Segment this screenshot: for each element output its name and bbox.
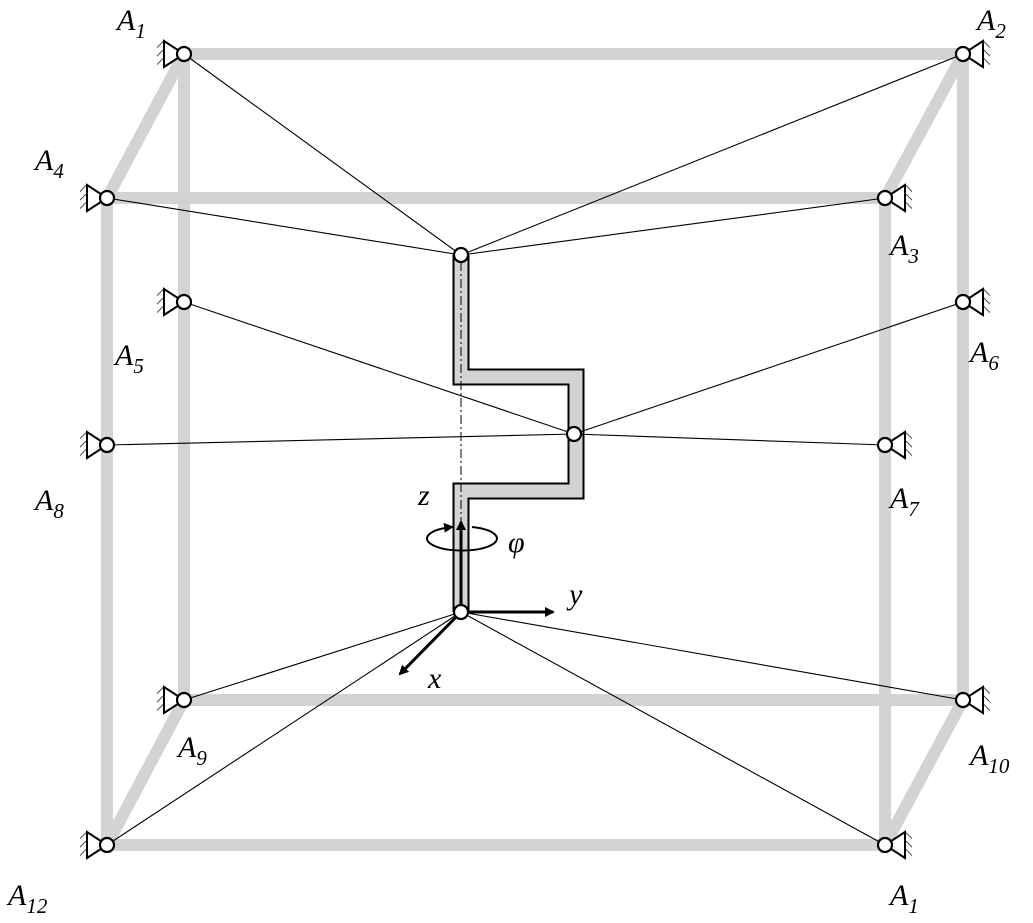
- cables: [106, 53, 964, 846]
- support-A4: [80, 183, 109, 213]
- support-A8: [80, 430, 109, 460]
- label-A4: A4: [33, 144, 64, 183]
- coordinate-axes: [398, 520, 555, 676]
- frame: [98, 45, 972, 854]
- rotation-arrow-icon: [426, 522, 498, 552]
- label-A7: A7: [888, 482, 920, 521]
- axis-label-x: x: [427, 662, 442, 695]
- support-A3: [883, 183, 912, 213]
- support-A2: [961, 39, 990, 69]
- label-A1-top: A1: [115, 4, 146, 43]
- axis-label-phi: φ: [508, 526, 525, 559]
- label-A8: A8: [33, 484, 64, 523]
- axis-label-z: z: [417, 479, 430, 512]
- platform-joints: [452, 246, 583, 443]
- support-A1-top: [157, 39, 186, 69]
- label-A9: A9: [176, 731, 207, 770]
- supports: [80, 39, 990, 860]
- support-A12: [80, 830, 109, 860]
- support-A6: [961, 287, 990, 317]
- label-A12: A12: [6, 879, 48, 918]
- support-A10: [961, 685, 990, 715]
- label-A2: A2: [975, 4, 1006, 43]
- label-A1-bottom: A1: [888, 879, 919, 918]
- support-A1-bottom: [883, 830, 912, 860]
- support-A9: [157, 685, 186, 715]
- label-A10: A10: [968, 739, 1010, 778]
- support-A5: [157, 287, 186, 317]
- anchor-joints: [98, 45, 972, 854]
- label-A3: A3: [888, 229, 919, 268]
- label-A5: A5: [113, 339, 144, 378]
- axis-label-y: y: [566, 578, 583, 611]
- support-A7: [883, 430, 912, 460]
- label-A6: A6: [968, 336, 999, 375]
